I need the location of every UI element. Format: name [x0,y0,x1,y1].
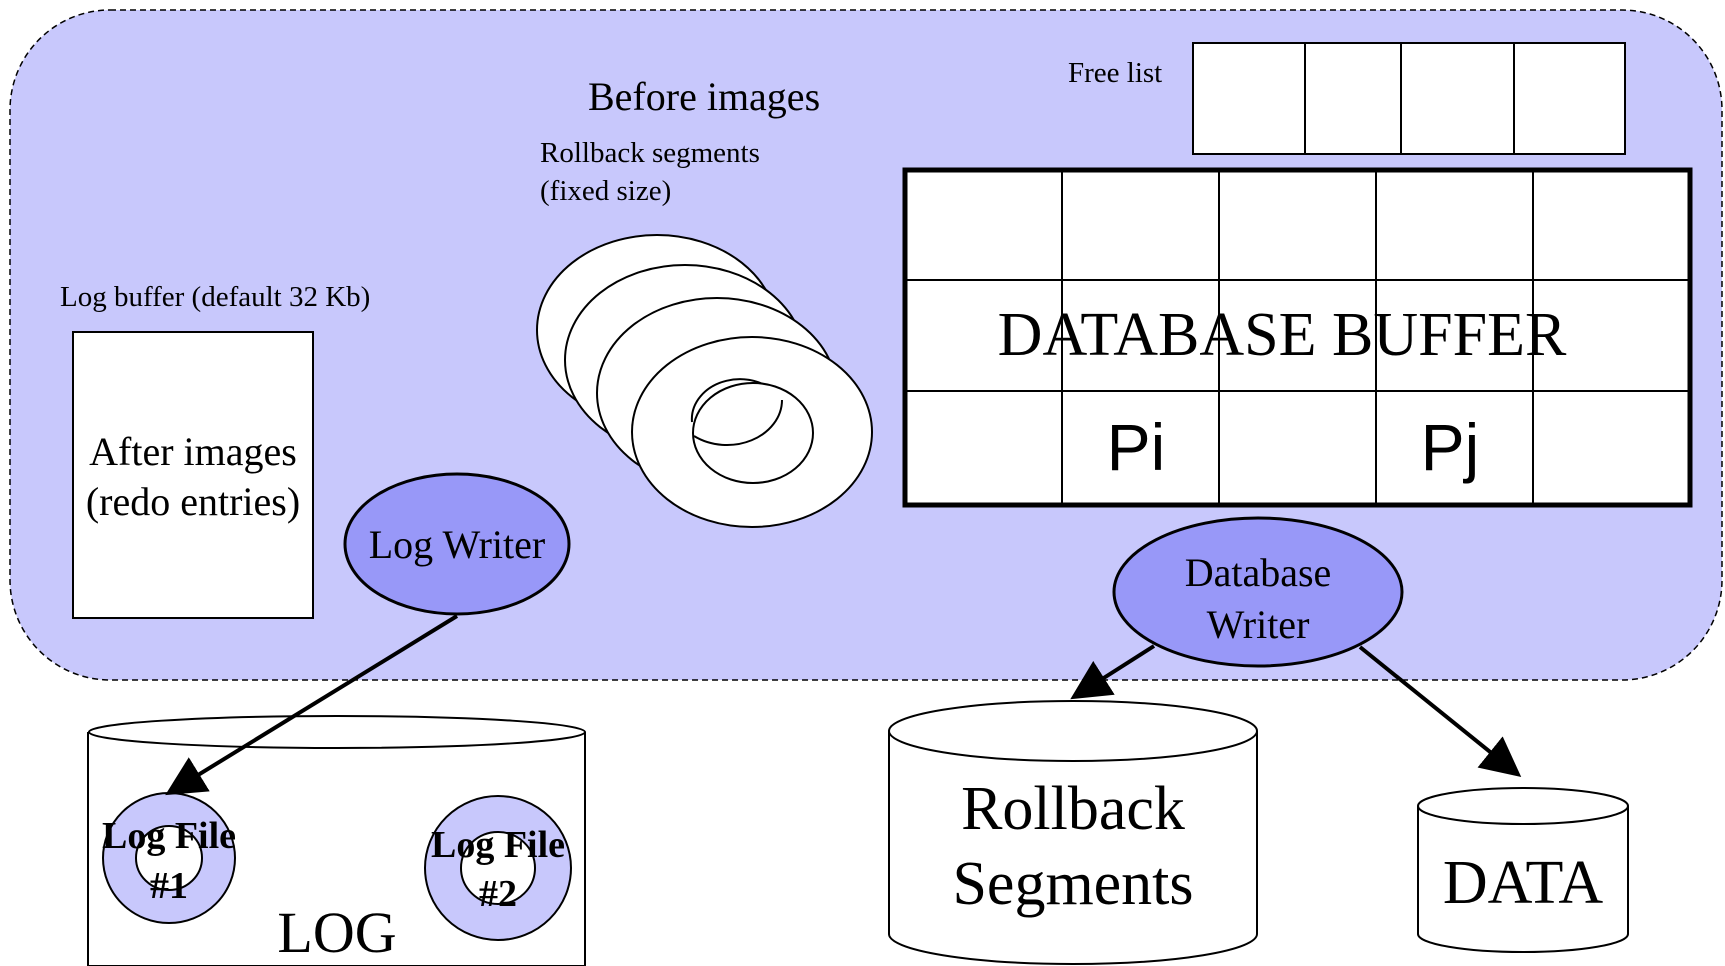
database-writer-label-line1: Database [1185,550,1332,595]
data-storage-label: DATA [1443,849,1604,917]
rollback-storage-cylinder [888,700,1258,965]
rollback-segments-label-line2: (fixed size) [540,175,671,207]
log-file-2-disk [424,795,572,941]
arrow-database-writer-to-data [1358,645,1522,778]
log-file-1-label-line1: Log File [102,815,236,857]
database-writer-label-line2: Writer [1207,602,1310,647]
log-file-2-label-line2: #2 [479,873,517,915]
free-list-buffer [1192,42,1626,155]
rollback-segment-rings [536,234,873,528]
rollback-segments-label-line1: Rollback segments [540,137,760,169]
free-list-label: Free list [1068,57,1162,89]
after-images-line2: (redo entries) [86,479,300,524]
log-file-2-label-line1: Log File [431,824,565,866]
page-pi-label: Pi [1107,410,1166,484]
arrow-log-writer-to-log-file-1 [165,614,459,796]
after-images-line1: After images [89,429,297,474]
data-storage-cylinder [1417,787,1629,953]
database-buffer-label: DATABASE BUFFER [998,301,1567,369]
log-writer-process [343,472,571,616]
log-storage-label: LOG [277,900,396,965]
page-pj-label: Pj [1421,410,1480,484]
arrow-database-writer-to-rollback [1070,644,1156,700]
rollback-storage-label-line1: Rollback [961,775,1185,843]
log-buffer-box [72,331,314,619]
database-writer-process [1112,516,1404,668]
log-buffer-label: Log buffer (default 32 Kb) [60,281,370,313]
log-writer-label: Log Writer [369,522,545,567]
rollback-storage-label-line2: Segments [952,850,1193,918]
log-file-1-label-line2: #1 [150,865,188,907]
before-images-label: Before images [588,74,820,119]
database-buffer-grid [902,167,1693,508]
